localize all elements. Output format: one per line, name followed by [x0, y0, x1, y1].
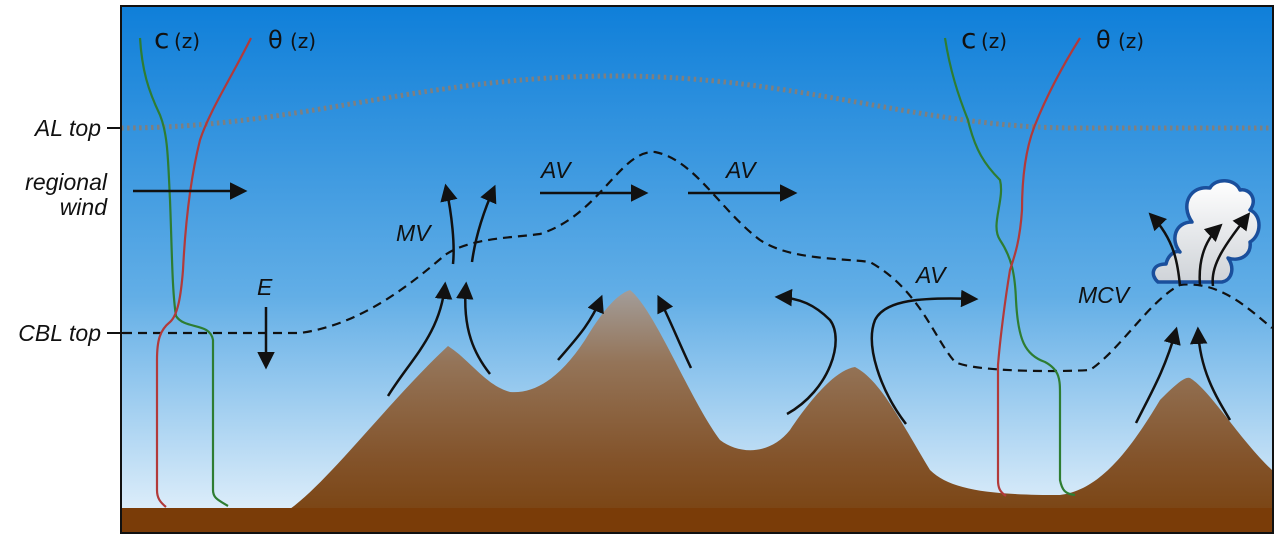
right-c-arg-label: (z) — [981, 29, 1007, 53]
right-theta-label: θ — [1096, 26, 1111, 54]
right-c-label: c — [961, 22, 976, 55]
right-peak-arrow-left — [1134, 326, 1181, 424]
mountain-venting-label: MV — [396, 220, 433, 246]
entrainment-label: E — [257, 274, 273, 300]
left-theta-profile — [155, 37, 252, 508]
central-peak-arrow-right — [657, 294, 693, 369]
right-c-profile — [943, 37, 1076, 497]
al-top-label: AL top — [33, 115, 101, 141]
cbl-top-dashed-line — [123, 150, 1273, 373]
recirculation-arrow-left — [774, 288, 837, 416]
central-peak-arrow-left — [557, 294, 604, 361]
advective-venting-label-3: AV — [914, 262, 948, 288]
al-top-line — [120, 73, 1273, 131]
moist-convective-venting-label: MCV — [1078, 282, 1132, 308]
left-theta-arg-label: (z) — [290, 29, 316, 53]
terrain — [121, 290, 1272, 532]
left-theta-label: θ — [268, 26, 283, 54]
advective-venting-label-1: AV — [539, 157, 573, 183]
cloud-outflow-arrow-mid — [1198, 223, 1223, 287]
recirculation-arrow-right — [870, 289, 979, 425]
mountain-venting-up-arrow-1 — [440, 183, 458, 265]
cbl-top-label: CBL top — [18, 320, 101, 346]
right-theta-profile — [996, 37, 1081, 497]
advective-venting-label-2: AV — [724, 157, 758, 183]
cloud-outflow-arrow-left — [1148, 212, 1182, 287]
cloud-outflow-arrow-right — [1211, 212, 1251, 287]
diagram-frame — [120, 5, 1274, 534]
ground-strip — [121, 508, 1273, 533]
left-c-profile — [138, 37, 229, 507]
left-c-label: c — [154, 22, 169, 55]
regional-wind-label-line2: wind — [60, 194, 109, 220]
mountain-venting-arrow-right — [456, 281, 491, 375]
right-theta-arg-label: (z) — [1118, 29, 1144, 53]
right-peak-arrow-right — [1189, 326, 1232, 421]
mountain-venting-up-arrow-2 — [470, 184, 497, 263]
mountain-venting-arrow-left — [386, 281, 453, 397]
left-c-arg-label: (z) — [174, 29, 200, 53]
regional-wind-label-line1: regional — [25, 169, 108, 195]
